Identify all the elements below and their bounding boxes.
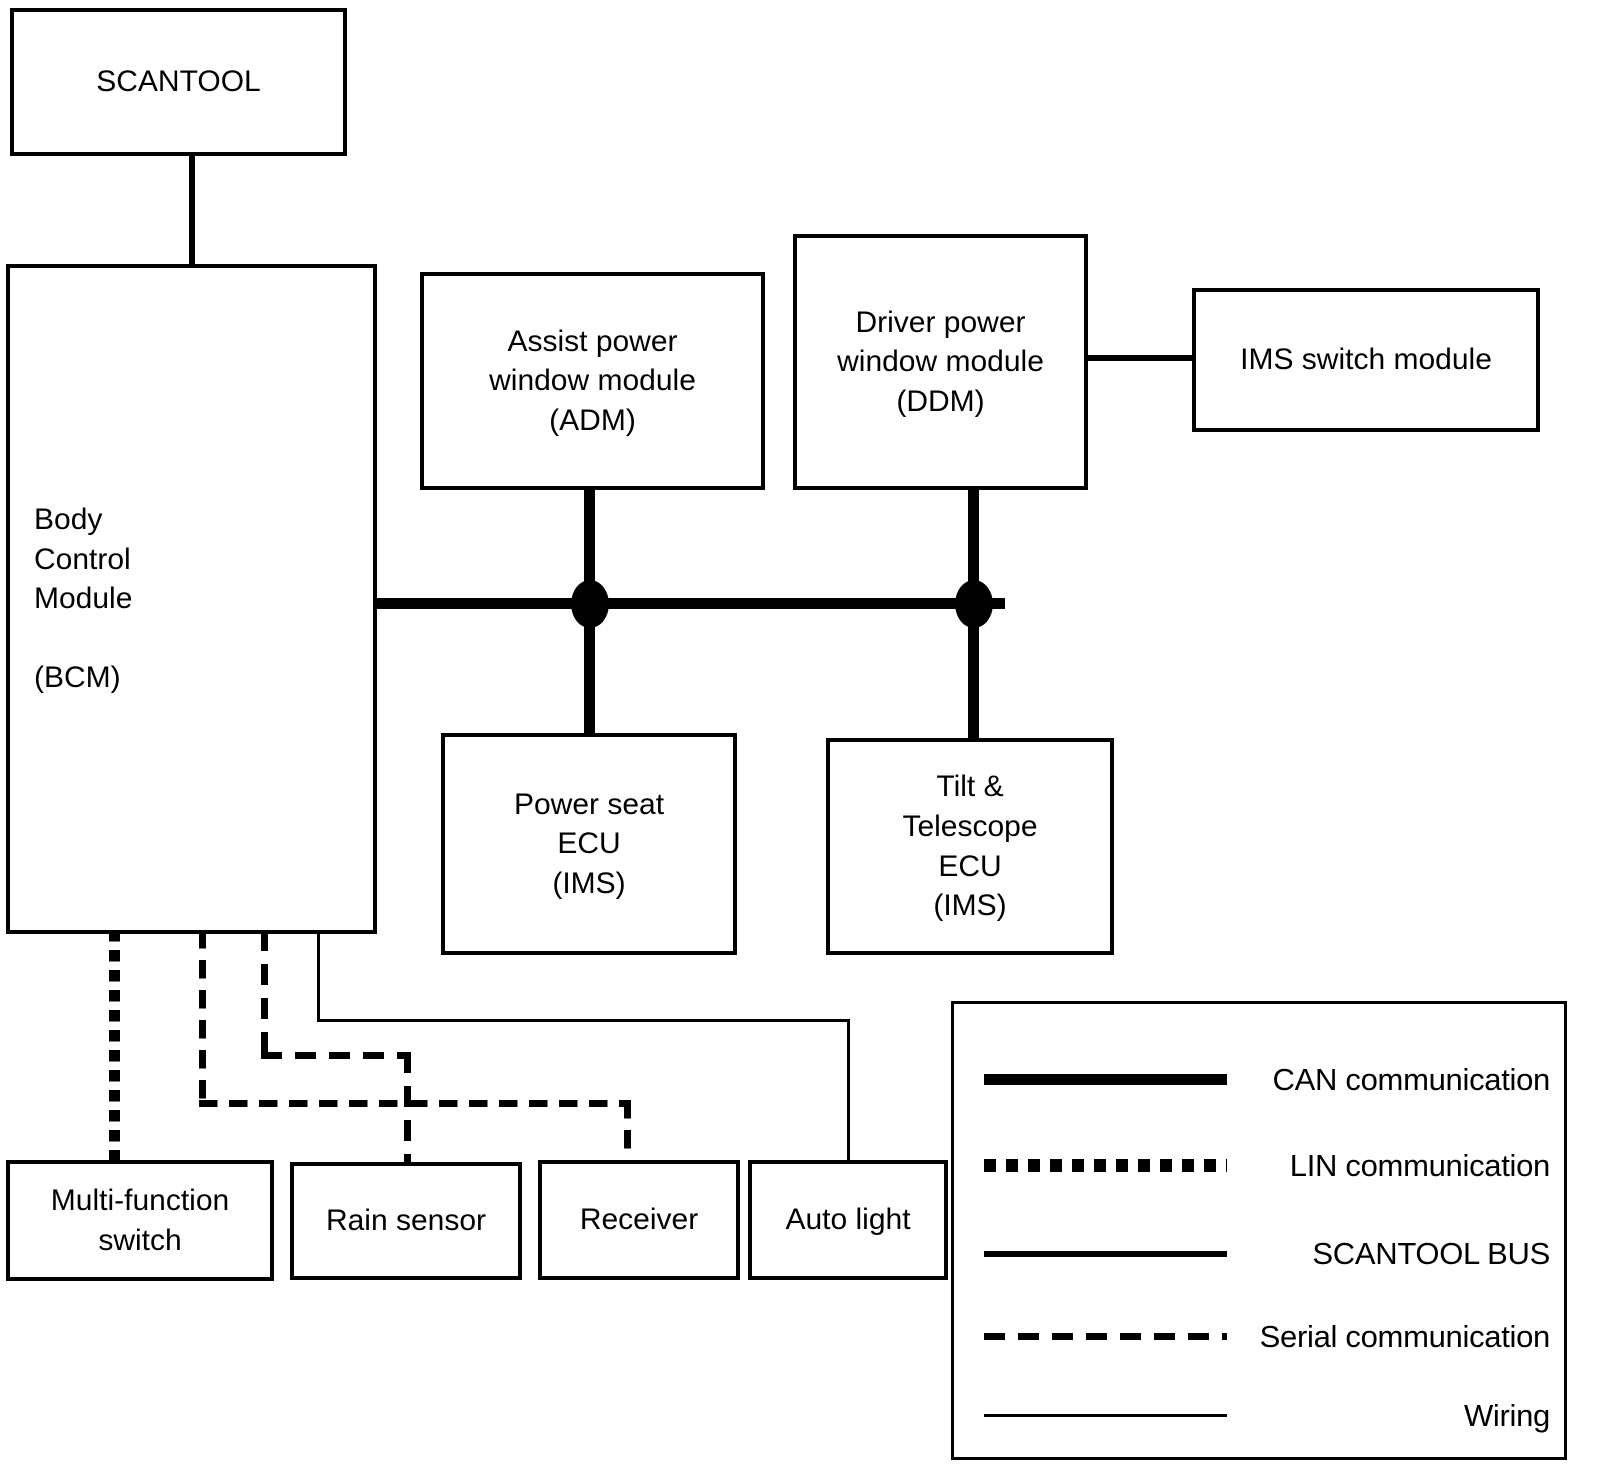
node-multi-function-switch-label: Multi-function switch — [50, 1183, 230, 1257]
node-multi-function-switch[interactable]: Multi-function switch — [6, 1160, 274, 1281]
wire-serial-bcm-drop-rain — [261, 930, 268, 1057]
legend-label-wiring: Wiring — [1463, 1398, 1550, 1433]
node-receiver[interactable]: Receiver — [538, 1160, 740, 1280]
node-scantool[interactable]: SCANTOOL — [10, 8, 347, 156]
wire-ddm-to-ims-switch — [1085, 355, 1195, 361]
node-rain-sensor[interactable]: Rain sensor — [290, 1162, 522, 1280]
node-rain-sensor-label: Rain sensor — [325, 1204, 487, 1238]
wire-serial-run-receiver — [199, 1100, 631, 1107]
wire-serial-bcm-drop-receiver — [199, 930, 206, 1107]
can-junction-dot-ddm — [955, 580, 993, 628]
node-scantool-label: SCANTOOL — [96, 65, 261, 99]
wire-wiring-run-autolight — [317, 1019, 850, 1022]
node-driver-power-window-module[interactable]: Driver power window module (DDM) — [793, 234, 1088, 490]
legend-sample-serial-icon — [984, 1333, 1227, 1340]
can-junction-dot-adm — [571, 580, 609, 628]
node-auto-light-label: Auto light — [785, 1203, 911, 1237]
wire-serial-drop-to-receiver — [624, 1100, 631, 1182]
wire-can-backbone — [373, 598, 1005, 609]
wire-can-tilt-stub — [968, 600, 979, 740]
wire-serial-run-rain — [261, 1052, 411, 1059]
legend-sample-lin-icon — [984, 1159, 1227, 1172]
legend-label-serial: Serial communication — [1259, 1319, 1551, 1354]
legend-label-can: CAN communication — [1272, 1062, 1551, 1097]
wire-wiring-bcm-drop — [317, 930, 320, 1022]
legend-sample-wiring-icon — [984, 1414, 1227, 1417]
node-tilt-telescope-label: Tilt & Telescope ECU (IMS) — [902, 770, 1038, 923]
wire-can-powerseat-stub — [584, 600, 595, 735]
node-bcm-label: Body Control Module (BCM) — [34, 503, 133, 695]
node-power-seat-label: Power seat ECU (IMS) — [513, 787, 665, 900]
node-ims-switch-module[interactable]: IMS switch module — [1192, 288, 1540, 432]
node-auto-light[interactable]: Auto light — [748, 1160, 948, 1280]
legend-label-lin: LIN communication — [1289, 1148, 1551, 1183]
legend-sample-can-icon — [984, 1074, 1227, 1085]
wire-can-adm-stub — [584, 487, 595, 605]
legend-label-scantool-bus: SCANTOOL BUS — [1312, 1236, 1550, 1271]
node-assist-power-window-module[interactable]: Assist power window module (ADM) — [420, 272, 765, 490]
node-tilt-telescope-ecu[interactable]: Tilt & Telescope ECU (IMS) — [826, 738, 1114, 955]
wire-serial-drop-to-rain — [404, 1052, 411, 1182]
legend-box: CAN communication LIN communication SCAN… — [951, 1001, 1567, 1460]
wire-can-ddm-stub — [968, 487, 979, 605]
node-power-seat-ecu[interactable]: Power seat ECU (IMS) — [441, 733, 737, 955]
wire-lin-bcm-to-multifunction — [109, 930, 120, 1180]
node-adm-label: Assist power window module (ADM) — [489, 324, 696, 437]
wire-scantool-to-bcm — [189, 154, 195, 266]
node-body-control-module[interactable]: Body Control Module (BCM) — [6, 264, 377, 934]
legend-sample-bus-icon — [984, 1251, 1227, 1257]
node-ims-switch-label: IMS switch module — [1240, 343, 1492, 377]
node-receiver-label: Receiver — [579, 1203, 699, 1237]
wire-wiring-drop-to-autolight — [847, 1019, 850, 1182]
node-ddm-label: Driver power window module (DDM) — [837, 305, 1044, 418]
